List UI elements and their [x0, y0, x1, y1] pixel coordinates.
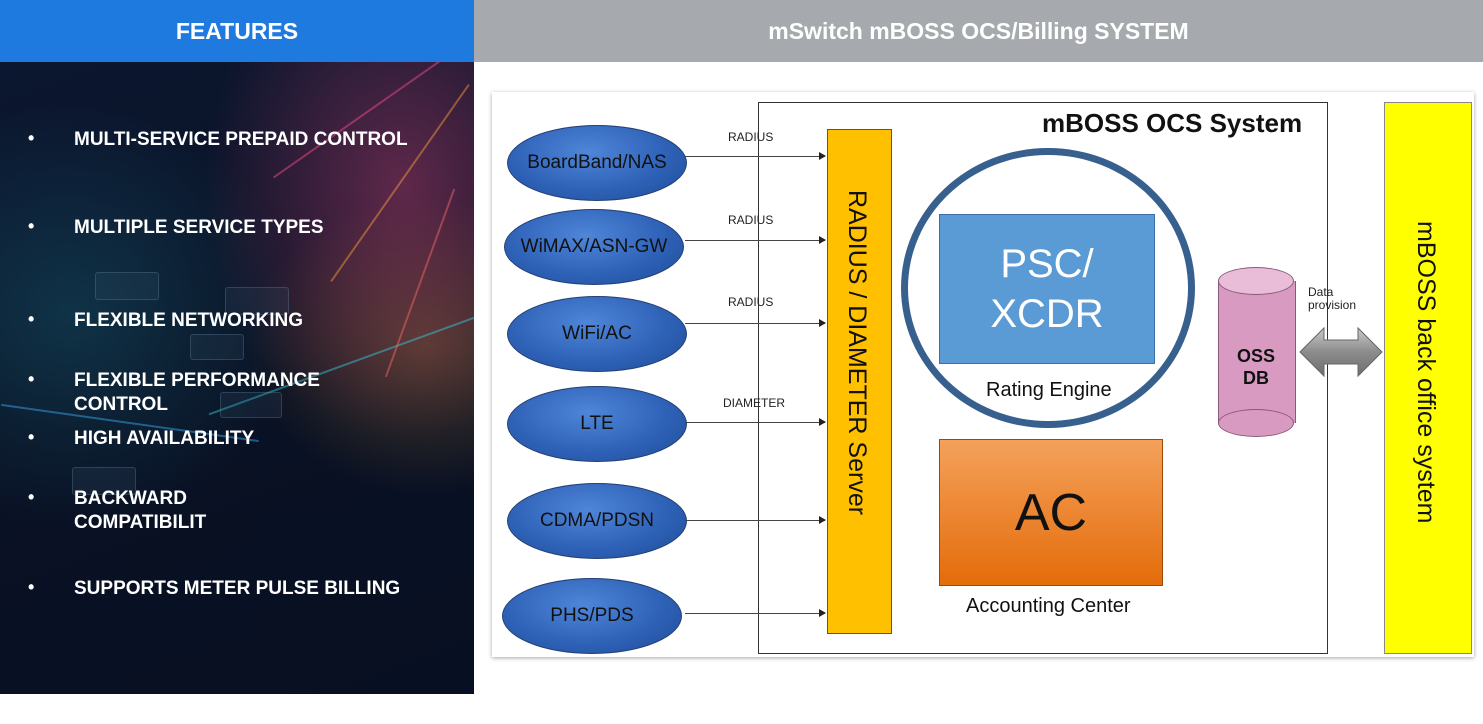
features-header: FEATURES: [0, 0, 474, 62]
bullet-icon: •: [28, 216, 35, 236]
ocs-system-boundary: [758, 102, 1328, 654]
feature-text: HIGH AVAILABILITY: [74, 428, 255, 449]
connection-arrow: [685, 319, 826, 327]
connection-arrow: [685, 609, 826, 617]
accounting-center-box: AC: [939, 439, 1163, 586]
node-wifi-ac: WiFi/AC: [507, 296, 687, 372]
protocol-label: DIAMETER: [723, 396, 786, 410]
feature-text: FLEXIBLE NETWORKING: [74, 310, 304, 331]
db-top: [1218, 267, 1294, 295]
connection-arrow: [685, 152, 826, 160]
accounting-center-caption: Accounting Center: [966, 595, 1131, 617]
back-office-label: mBOSS back office system: [1412, 221, 1440, 524]
server-label: RADIUS / DIAMETER Server: [843, 190, 871, 516]
node-broadband-nas: BoardBand/NAS: [507, 125, 687, 201]
feature-text: SUPPORTS METER PULSE BILLING: [74, 578, 401, 599]
connection-arrow: [685, 418, 826, 426]
decor-node-box: [95, 272, 159, 300]
decor-streak: [384, 188, 456, 378]
node-phs-pds: PHS/PDS: [502, 578, 682, 654]
decor-node-box: [225, 287, 289, 315]
ocs-system-title: mBOSS OCS System: [1042, 108, 1303, 138]
decor-node-box: [190, 334, 244, 360]
bullet-icon: •: [28, 577, 35, 597]
system-header: mSwitch mBOSS OCS/Billing SYSTEM: [474, 0, 1483, 62]
connection-arrow: [685, 236, 826, 244]
decor-node-box: [220, 392, 282, 418]
oss-db-cylinder: OSS DB: [1218, 267, 1296, 437]
feature-text: MULTIPLE SERVICE TYPES: [74, 217, 324, 238]
feature-text: BACKWARD COMPATIBILIT: [74, 488, 207, 533]
decor-streak: [330, 84, 470, 282]
features-panel: • MULTI-SERVICE PREPAID CONTROL • MULTIP…: [0, 62, 474, 694]
feature-text: MULTI-SERVICE PREPAID CONTROL: [74, 129, 408, 150]
bullet-icon: •: [28, 309, 35, 329]
bullet-icon: •: [28, 369, 35, 389]
ocs-architecture-diagram: mBOSS OCS System BoardBand/NAS WiMAX/ASN…: [492, 92, 1474, 657]
protocol-label: RADIUS: [728, 213, 774, 227]
db-bottom: [1218, 409, 1294, 437]
connection-arrow: [685, 516, 826, 524]
bullet-icon: •: [28, 427, 35, 447]
bullet-icon: •: [28, 487, 35, 507]
protocol-label: RADIUS: [728, 295, 774, 309]
node-wimax-asn-gw: WiMAX/ASN-GW: [504, 209, 684, 285]
feature-text: FLEXIBLE PERFORMANCE CONTROL: [74, 370, 320, 415]
db-body: [1218, 281, 1296, 423]
bullet-icon: •: [28, 128, 35, 148]
db-label-line1: OSS: [1236, 346, 1275, 366]
data-provision-double-arrow-icon: [1299, 326, 1383, 378]
radius-diameter-server: RADIUS / DIAMETER Server: [827, 129, 892, 634]
decor-node-box: [72, 467, 136, 495]
db-label-line2: DB: [1243, 368, 1269, 388]
node-lte: LTE: [507, 386, 687, 462]
node-cdma-pdsn: CDMA/PDSN: [507, 483, 687, 559]
data-provision-line2: provision: [1308, 298, 1357, 312]
protocol-label: RADIUS: [728, 130, 774, 144]
data-provision-line1: Data: [1308, 285, 1334, 299]
back-office-system: mBOSS back office system: [1384, 102, 1472, 654]
db-label: OSS DB: [1218, 345, 1294, 389]
data-provision-label: Data provision: [1308, 286, 1356, 312]
highlight-circle: [901, 148, 1195, 428]
